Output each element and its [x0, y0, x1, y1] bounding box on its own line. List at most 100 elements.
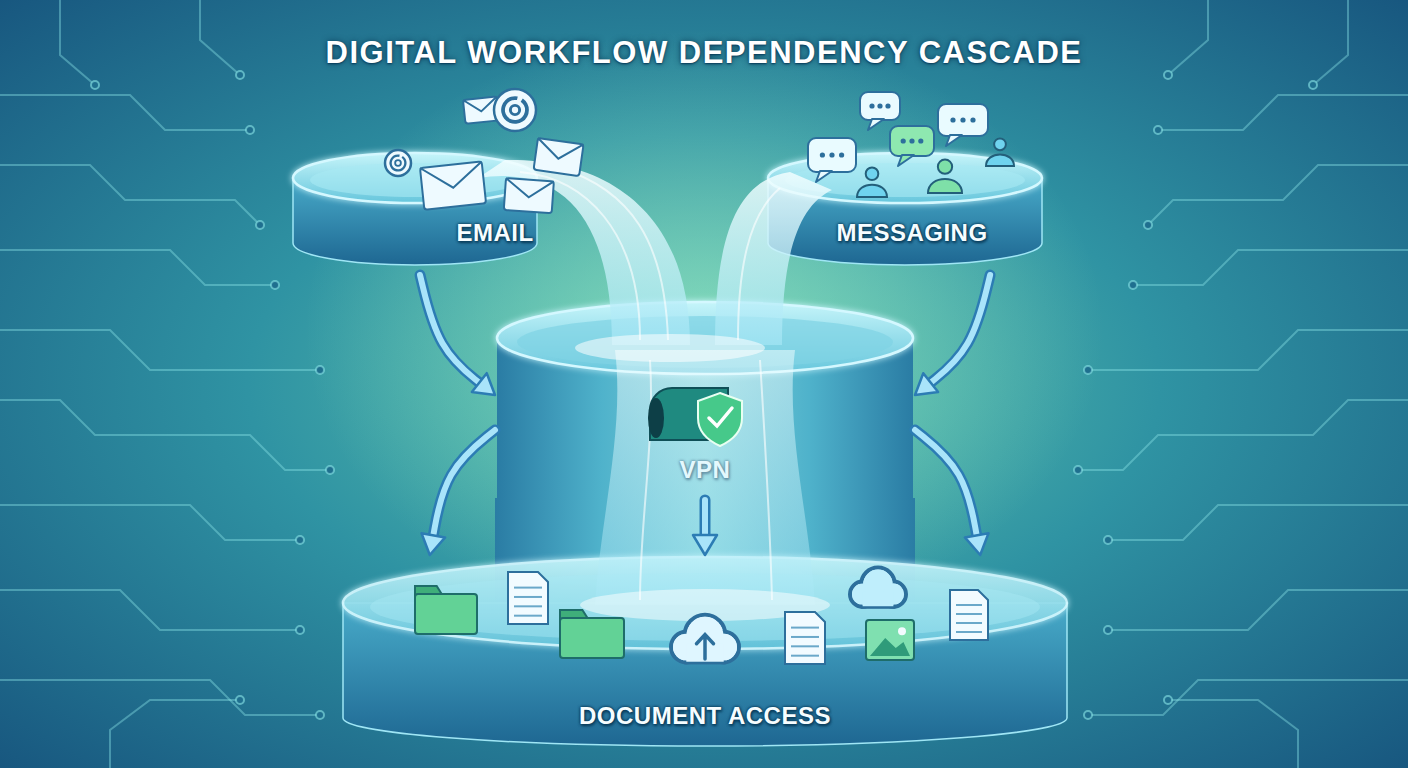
folder-body	[415, 594, 477, 634]
at-core	[510, 105, 519, 114]
circuit-pad	[246, 126, 254, 134]
bubble-dot	[901, 138, 906, 143]
at-ring	[501, 96, 529, 124]
water-streak	[640, 360, 651, 600]
circuit-pad	[271, 281, 279, 289]
circuit-trace	[1313, 0, 1348, 85]
arrow-outline	[915, 430, 977, 539]
envelope-icon	[420, 162, 486, 210]
circuit-trace	[0, 680, 320, 715]
image-mountain	[870, 638, 910, 656]
basin-top	[293, 153, 537, 203]
circuit-trace	[1078, 400, 1408, 470]
envelope-body	[534, 138, 584, 176]
circuit-trace	[1088, 680, 1408, 715]
source-basin: MESSAGING	[765, 150, 1045, 275]
chat-bubble	[808, 138, 856, 182]
diagram-title: DIGITAL WORKFLOW DEPENDENCY CASCADE	[0, 34, 1408, 71]
at-icon	[385, 150, 411, 176]
vpn-shield	[698, 393, 742, 446]
envelope-flap	[536, 138, 584, 162]
cloud-icon	[671, 615, 739, 663]
bubble-dot	[950, 117, 955, 122]
document-line	[514, 596, 542, 598]
cloud-fill	[863, 591, 894, 606]
flow-arrow	[422, 430, 495, 555]
at-ring	[389, 154, 406, 171]
person-icon	[986, 138, 1014, 166]
person-body	[928, 179, 962, 193]
vpn-icon	[648, 388, 742, 446]
bubble-tail	[898, 155, 914, 166]
folder-icon	[415, 586, 477, 634]
circuit-pad	[1084, 711, 1092, 719]
bubble-dot	[970, 117, 975, 122]
envelope-icon	[534, 138, 584, 176]
circuit-trace	[0, 165, 260, 225]
bubble-dot	[869, 103, 874, 108]
person-body	[857, 185, 887, 197]
bubble-dot	[960, 117, 965, 122]
arrow-shaft	[928, 275, 991, 385]
person-head	[938, 160, 952, 174]
document-page	[508, 572, 548, 624]
at-disc	[494, 89, 536, 131]
document-line	[791, 627, 819, 629]
arrow-shaft	[420, 275, 482, 385]
bubble-dot	[877, 103, 882, 108]
circuit-pad	[1144, 221, 1152, 229]
bubble-tail	[868, 119, 884, 130]
at-core	[395, 160, 401, 166]
circuit-trace	[1108, 505, 1408, 540]
circuit-trace	[0, 250, 275, 285]
document-line	[956, 604, 982, 606]
circuit-pad	[91, 81, 99, 89]
circuit-pad	[1164, 696, 1172, 704]
circuit-trace	[0, 95, 250, 130]
circuit-pad	[1164, 71, 1172, 79]
circuit-pad	[316, 366, 324, 374]
person-icon	[928, 160, 962, 193]
document-icon	[508, 572, 548, 624]
document-line	[791, 645, 819, 647]
bubble-body	[890, 126, 934, 156]
circuit-trace	[110, 700, 240, 768]
label-slot: MESSAGING	[836, 219, 987, 248]
label-slot: EMAIL	[456, 219, 533, 248]
bubble-dot	[820, 152, 825, 157]
document-line	[791, 636, 819, 638]
waterfall	[715, 172, 832, 345]
upload-arrow	[697, 635, 714, 659]
circuit-pad	[236, 696, 244, 704]
bubble-dot	[839, 152, 844, 157]
waterfall	[478, 160, 690, 345]
circuit-pad	[1084, 366, 1092, 374]
arrow-head	[965, 533, 989, 555]
arrow-head	[422, 533, 446, 555]
arrow-outline	[420, 275, 482, 385]
folder-icon	[560, 610, 624, 658]
person-body	[986, 154, 1014, 166]
arrow-outline	[433, 430, 495, 539]
circuit-trace	[0, 330, 320, 370]
bubble-dot	[885, 103, 890, 108]
cylinder-water	[517, 316, 893, 368]
vpn-opening	[648, 398, 664, 438]
circuit-trace	[0, 505, 300, 540]
circuit-pad	[1154, 126, 1162, 134]
water-streak	[738, 188, 780, 340]
envelope-body	[504, 178, 554, 213]
flow-arrow	[915, 430, 988, 555]
envelope-flap	[505, 178, 554, 199]
person-icon	[857, 167, 887, 197]
envelope-body	[420, 162, 486, 210]
bubble-dot	[918, 138, 923, 143]
document-page	[785, 612, 825, 664]
circuit-pad	[296, 536, 304, 544]
image-sun	[898, 627, 906, 635]
circuit-pad	[326, 466, 334, 474]
circuit-trace	[1088, 330, 1408, 370]
chat-bubble	[860, 92, 900, 130]
